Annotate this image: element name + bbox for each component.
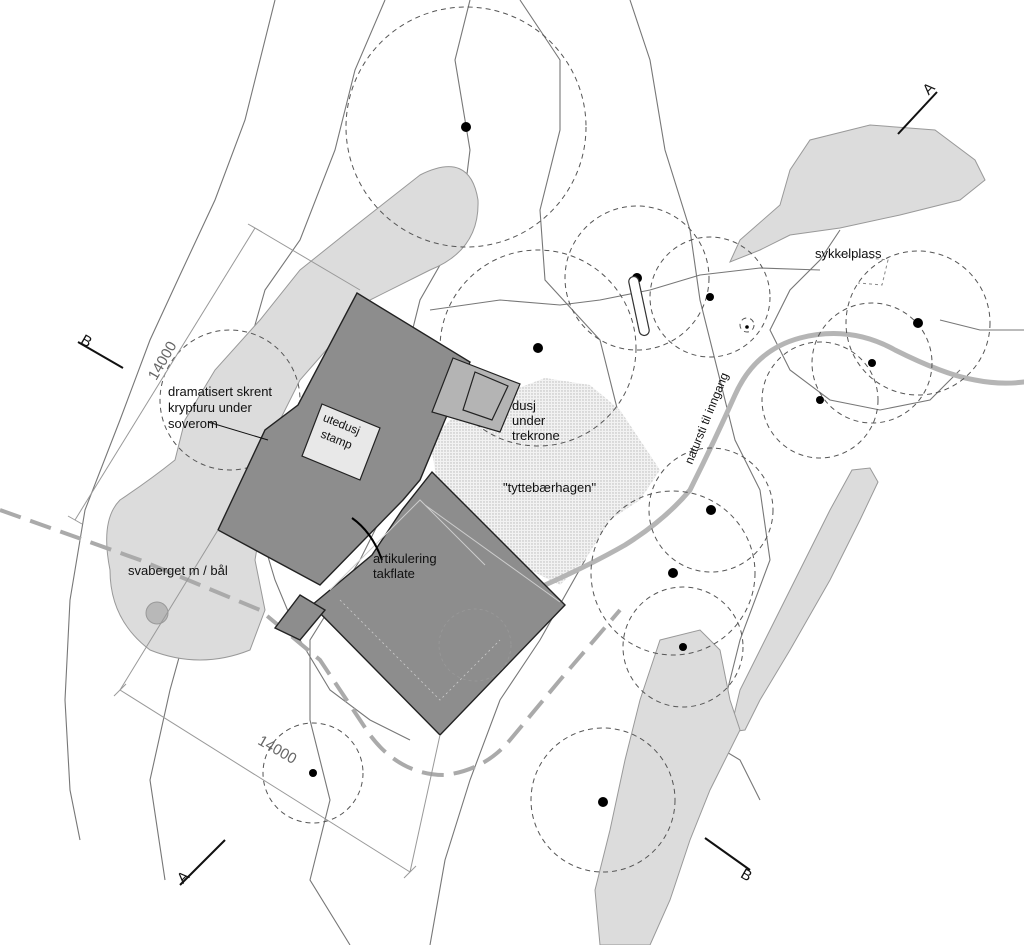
roof-connector <box>273 594 327 641</box>
label-dramatic-cliff: dramatisert skrent krypfuru under sovero… <box>168 384 276 431</box>
section-mark-b-left: B <box>78 331 95 351</box>
nature-path-to-entrance <box>542 331 1024 588</box>
shower-under-crown-inner <box>462 371 509 421</box>
label-rock-with-fire: svaberget m / bål <box>128 563 228 578</box>
outdoor-shower-tub <box>301 403 381 481</box>
bike-parking-marker <box>839 254 889 286</box>
tree-canopies <box>159 6 991 873</box>
label-bike-parking: sykkelplass <box>815 246 882 261</box>
label-lingonberry-garden: "tyttebærhagen" <box>503 480 596 495</box>
fire-pit-icon <box>145 601 169 625</box>
section-mark-a-bottom: A <box>174 868 193 887</box>
shower-post <box>628 275 650 337</box>
rock-outcrop-west <box>106 166 479 661</box>
label-shower-under-crown: dusj under trekrone <box>512 398 560 443</box>
building <box>207 292 566 737</box>
rock-outcrop-northeast <box>729 124 986 263</box>
label-roof-articulation: artikulering takflate <box>373 551 440 581</box>
dimension-label-side-b: 14000 <box>255 732 300 768</box>
rock-outcrop-southeast-strip <box>729 467 879 733</box>
dimension-label-side-a: 14000 <box>145 339 181 384</box>
dashed-access-road <box>0 508 622 778</box>
dimension-lines <box>67 223 441 879</box>
section-mark-b-bottom: B <box>738 865 755 885</box>
rock-outcrop-southeast <box>594 629 741 945</box>
section-mark-a-top: A <box>919 79 938 98</box>
